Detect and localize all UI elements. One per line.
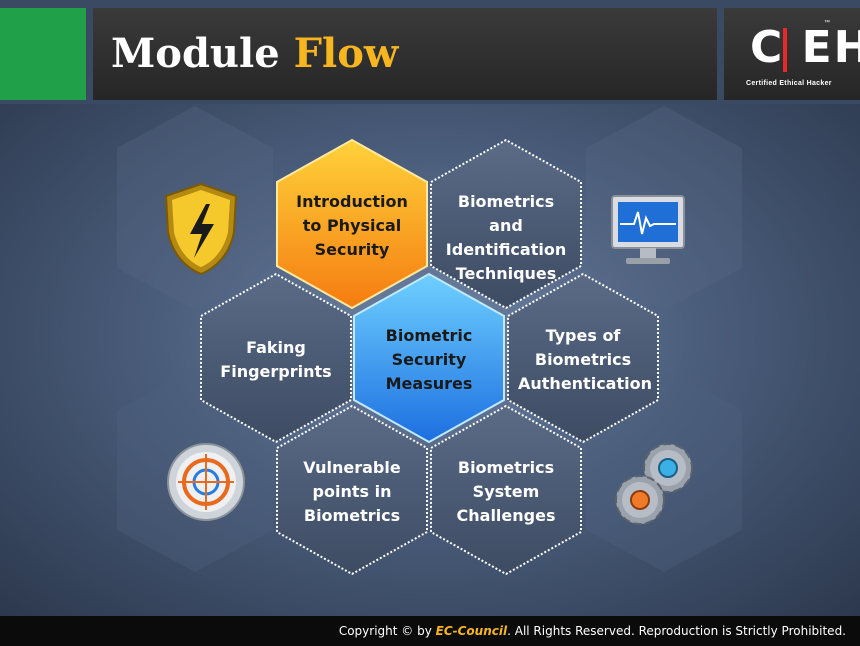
hex-vulnerable-shape	[276, 404, 428, 576]
title-accent: Flow	[293, 30, 399, 77]
copyright-prefix: Copyright © by	[338, 624, 432, 638]
header-bar: Module Flow	[93, 8, 717, 100]
module-flow-diagram: Introduction to Physical Security Biomet…	[0, 104, 860, 616]
hex-center-biometric-security[interactable]: Biometric Security Measures	[385, 326, 473, 393]
hex-intro[interactable]: Introduction to Physical Security	[296, 192, 408, 259]
hex-faking-fingerprints[interactable]: Faking Fingerprints	[220, 338, 332, 381]
monitor-heartbeat-icon	[608, 192, 688, 275]
target-crosshair-icon	[166, 442, 246, 527]
logo-text: C EH	[750, 22, 860, 73]
title-main: Module	[111, 30, 280, 77]
logo-separator	[783, 28, 787, 72]
page-title: Module Flow	[111, 30, 398, 77]
hex-types-shape	[507, 272, 659, 444]
logo-subtitle: Certified Ethical Hacker	[746, 80, 832, 87]
gears-icon	[612, 438, 704, 533]
ceh-logo: C EH ™ Certified Ethical Hacker	[724, 8, 860, 100]
hex-biometrics-identification-shape	[430, 138, 582, 310]
hex-vulnerable-points[interactable]: Vulnerable points in Biometrics	[303, 458, 401, 525]
logo-trademark: ™	[824, 20, 830, 26]
hex-system-challenges[interactable]: Biometrics System Challenges	[456, 458, 556, 525]
copyright-brand: EC-Council	[435, 624, 508, 638]
shield-lightning-icon	[160, 180, 242, 283]
hex-intro-shape	[276, 138, 428, 310]
logo-text-left: C	[750, 22, 785, 73]
brand-accent-block	[0, 8, 86, 100]
hex-challenges-shape	[430, 404, 582, 576]
hex-types-authentication[interactable]: Types of Biometrics Authentication	[518, 326, 652, 393]
hex-faking-shape	[200, 272, 352, 444]
hex-biometrics-identification[interactable]: Biometrics and Identification Techniques	[445, 192, 567, 283]
copyright-notice: Copyright © by EC-Council. All Rights Re…	[339, 624, 846, 638]
logo-text-right: EH	[801, 22, 860, 73]
copyright-suffix: . All Rights Reserved. Reproduction is S…	[507, 624, 846, 638]
footer: Copyright © by EC-Council. All Rights Re…	[0, 616, 860, 646]
hex-center-shape	[353, 272, 505, 444]
